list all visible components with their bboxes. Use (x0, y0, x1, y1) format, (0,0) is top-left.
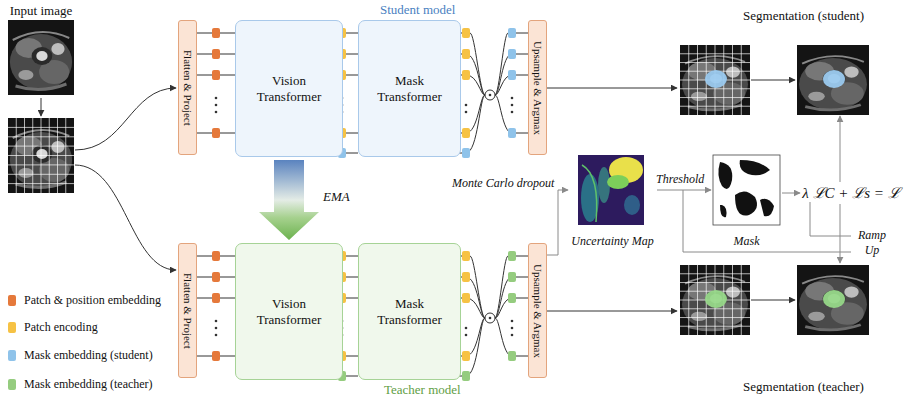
threshold-mask (713, 155, 780, 225)
process-box: Flatten & Project (178, 20, 197, 155)
model-title: Student model (380, 2, 455, 18)
legend-swatch (8, 350, 16, 361)
node-text: Mask (734, 234, 760, 248)
student-segmentation (680, 45, 869, 115)
down-arrow (41, 98, 42, 116)
transformer-box: Vision Transformer (235, 20, 343, 157)
input-arrow (75, 165, 176, 270)
teacher-segmentation (680, 265, 869, 335)
process-box: Flatten & Project (178, 243, 197, 378)
ramp-up-label: Ramp Up (854, 228, 890, 258)
node-text: Input image (10, 3, 72, 19)
legend-item: Mask embedding (teacher) (8, 377, 153, 392)
image-panel: Input image (6, 3, 76, 97)
patched-mri (8, 118, 74, 193)
input-arrow (75, 88, 176, 150)
node-text: Mask Transformer (359, 73, 460, 104)
transformer-box: Mask Transformer (358, 20, 461, 157)
legend-text: Patch encoding (24, 320, 98, 335)
connector (840, 204, 841, 263)
connector (461, 256, 528, 318)
uncertainty-map (578, 155, 644, 225)
connector (657, 190, 711, 191)
node-text: Uncertainty Map (571, 234, 653, 248)
connector (782, 193, 800, 194)
legend-item: Patch encoding (8, 320, 98, 335)
ema-arrow (259, 160, 319, 240)
legend-text: Patch & position embedding (24, 293, 161, 308)
segmentation-panel: Segmentation (student) (735, 8, 872, 116)
legend-text: Mask embedding (student) (24, 348, 153, 363)
mask-panel: Mask (711, 153, 782, 248)
connector (547, 190, 568, 255)
node-text: Vision Transformer (236, 296, 342, 327)
edge-label: EMA (323, 189, 350, 205)
node-text: Flatten & Project (182, 273, 193, 349)
process-box: Upsample & Argmax (528, 20, 547, 155)
node-text: Flatten & Project (182, 50, 193, 126)
process-box: Upsample & Argmax (528, 243, 547, 378)
legend-swatch (8, 295, 16, 306)
edge-label: Threshold (656, 172, 704, 186)
loss-formula: λ ℒC + ℒs = ℒ (800, 182, 902, 204)
node-text: Upsample & Argmax (532, 264, 543, 358)
node-text: Mask Transformer (359, 296, 460, 327)
node-text: Upsample & Argmax (532, 41, 543, 135)
node-text: Vision Transformer (236, 73, 342, 104)
connector (461, 33, 528, 95)
node-text: Segmentation (teacher) (743, 379, 864, 395)
uncertainty-panel: Uncertainty Map (568, 153, 657, 248)
node-text: λ ℒC + ℒs = ℒ (802, 184, 899, 202)
legend-item: Mask embedding (student) (8, 348, 153, 363)
legend-swatch (8, 322, 16, 333)
edge-label: Monte Carlo dropout (452, 176, 554, 190)
model-title: Teacher model (384, 382, 461, 398)
input-mri (8, 20, 74, 95)
legend-item: Patch & position embedding (8, 293, 161, 308)
segmentation-panel: Segmentation (teacher) (735, 263, 872, 395)
legend-swatch (8, 379, 16, 390)
transformer-box: Vision Transformer (235, 243, 343, 380)
transformer-box: Mask Transformer (358, 243, 461, 380)
node-text: Segmentation (student) (743, 8, 864, 24)
connector (840, 116, 841, 182)
legend-text: Mask embedding (teacher) (24, 377, 153, 392)
